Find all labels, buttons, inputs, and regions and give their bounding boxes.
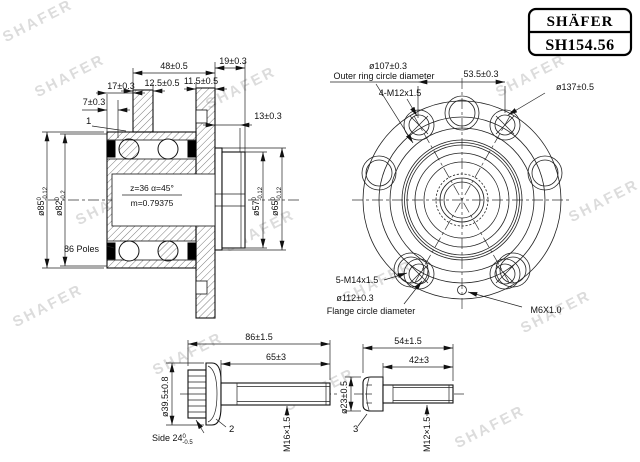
dim-42: 42±3 (409, 355, 429, 365)
dim-7: 7±0.3 (83, 97, 105, 107)
flange-caption: Flange circle diameter (327, 306, 416, 316)
spline-spec-line1: z=36 α=45° (130, 183, 174, 193)
thread-m12-label: M12×1.5 (422, 417, 432, 452)
watermark: SHAFER (32, 51, 108, 101)
spline-spec-line2: m=0.79375 (131, 198, 174, 208)
dim-86: 86±1.5 (245, 332, 272, 342)
front-view-labels: ø107±0.3 Outer ring circle diameter 53.5… (327, 61, 594, 316)
dim-dia57: ø570-0.12 (251, 186, 264, 216)
side-24-label: Side 240-0.5 (152, 433, 193, 446)
dim-39-5: ø39.5±0.8 (160, 377, 170, 417)
head-serrations (188, 375, 206, 413)
bolts-m12-label: 4-M12x1.5 (379, 88, 422, 98)
dim-dia82: ø820-0.2 (54, 190, 67, 216)
small-bolt-drawing: 54±1.5 42±3 ø23±0.5 3 M12×1.5 (339, 336, 464, 452)
outer-ring-dia-label: ø107±0.3 (369, 61, 407, 71)
dim-12-5: 12.5±0.5 (145, 78, 180, 88)
hub-bolt-dimensions: 86±1.5 65±3 ø39.5±0.8 Side 240-0.5 2 M16… (152, 332, 331, 452)
spline-bore (111, 173, 216, 227)
front-view: ø107±0.3 Outer ring circle diameter 53.5… (327, 61, 594, 316)
thread-m16-label: M16×1.5 (282, 417, 292, 452)
pilot-collar (214, 147, 223, 251)
seals (106, 140, 197, 260)
dim-19: 19±0.3 (219, 56, 246, 66)
small-bolt-shank (382, 384, 454, 404)
title-block: SHÄFER SH154.56 (527, 7, 633, 57)
bolt-flange-disc (205, 362, 222, 426)
watermark: SHAFER (0, 0, 76, 46)
radius-53-5-label: 53.5±0.3 (464, 69, 499, 79)
m6-label: M6X1.0 (530, 305, 561, 315)
dim-dia85: ø850-0.12 (36, 186, 49, 216)
bolt-shank (220, 382, 331, 406)
watermark: SHAFER (566, 176, 640, 226)
dim-17: 17±0.3 (107, 81, 134, 91)
ref-label-3: 3 (353, 424, 358, 435)
flange-circles (362, 100, 562, 300)
dim-54: 54±1.5 (394, 336, 421, 346)
brand-logo: SHÄFER (547, 14, 614, 30)
m6-hole (457, 285, 467, 295)
ref-label-2: 2 (229, 424, 234, 435)
front-centerline-d2 (413, 115, 511, 285)
watermark: SHAFER (452, 402, 528, 452)
section-view: z=36 α=45° m=0.79375 48±0.5 19±0.3 17±0.… (36, 56, 302, 319)
outer-ring-caption: Outer ring circle diameter (333, 71, 434, 81)
outer-dia-label: ø137±0.5 (556, 82, 594, 92)
dim-13: 13±0.3 (254, 111, 281, 121)
pilot-cylinder (221, 151, 246, 249)
dim-dia65: ø650-0.12 (270, 186, 283, 216)
small-bolt-dimensions: 54±1.5 42±3 ø23±0.5 3 M12×1.5 (339, 336, 454, 452)
small-bolt-head (362, 376, 384, 412)
dim-65: 65±3 (266, 352, 286, 362)
watermark: SHAFER (493, 51, 569, 101)
poles-label: 86 Poles (64, 244, 100, 254)
bolts-m14-label: 5-M14x1.5 (336, 275, 379, 285)
dim-11-5: 11.5±0.5 (184, 76, 218, 86)
watermark: SHAFER (10, 281, 86, 331)
flange-notch-bottom (195, 280, 208, 295)
dim-23: ø23±0.5 (339, 381, 349, 414)
part-number: SH154.56 (545, 37, 614, 54)
ref-label-1: 1 (86, 116, 91, 127)
dim-48: 48±0.5 (160, 61, 187, 71)
spline-teeth-ring (435, 173, 489, 227)
flange-notch-top (195, 109, 208, 124)
bearing-balls (118, 138, 179, 262)
flange-dia-label: ø112±0.3 (336, 293, 373, 303)
hub-bolt-drawing: 86±1.5 65±3 ø39.5±0.8 Side 240-0.5 2 M16… (152, 332, 340, 452)
outer-ring-lug (132, 89, 154, 133)
section-dimensions: 48±0.5 19±0.3 17±0.3 12.5±0.5 11.5±0.5 7… (36, 56, 286, 269)
